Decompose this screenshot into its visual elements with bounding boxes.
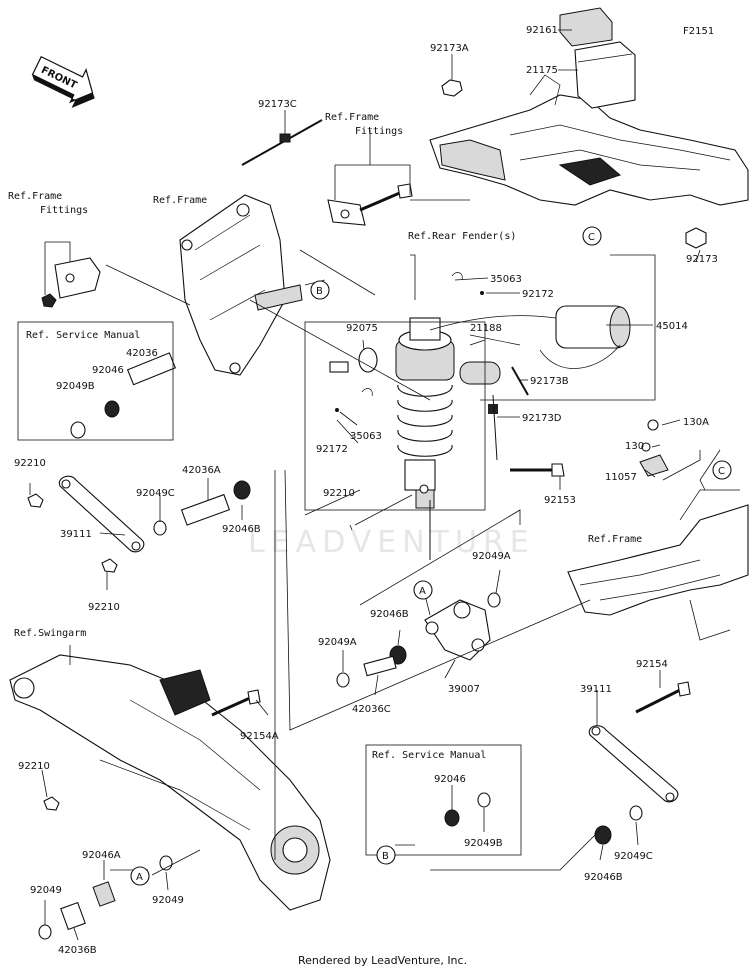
nut-92173a-icon [441, 79, 463, 97]
front-arrow-icon: FRONT [31, 55, 95, 108]
ref-frame-right: Ref.Frame [588, 534, 642, 545]
label-92049a-left: 92049A [318, 637, 357, 648]
ref-service-manual-left: Ref. Service Manual [26, 330, 140, 341]
spacer-92075-icon [329, 347, 378, 373]
shock-group-box [304, 321, 486, 511]
shock-absorber-drawing [395, 317, 455, 560]
label-92154a: 92154A [240, 731, 279, 742]
label-92046: 92046 [92, 365, 124, 376]
label-92173c: 92173C [258, 99, 297, 110]
label-92049-right: 92049 [152, 895, 184, 906]
label-92049c-right: 92049C [614, 851, 653, 862]
label-92046b-left: 92046B [222, 524, 261, 535]
label-45014: 45014 [656, 321, 688, 332]
ref-swingarm: Ref.Swingarm [14, 628, 86, 639]
svg-text:B: B [316, 286, 323, 297]
label-92173a: 92173A [430, 43, 469, 54]
ref-frame-fittings-left-1: Ref.Frame [8, 191, 62, 202]
frame-bracket-drawing [179, 194, 303, 376]
label-39111-right: 39111 [580, 684, 612, 695]
label-130: 130 [625, 441, 644, 452]
circle-a-lower: A [130, 866, 150, 886]
svg-text:B: B [382, 851, 389, 862]
circle-c-right: C [712, 460, 732, 480]
label-35063-mid: 35063 [350, 431, 382, 442]
swingarm-bottom-parts [38, 855, 173, 940]
circle-a-upper: A [413, 580, 433, 600]
swingarm-drawing [9, 654, 331, 911]
label-130a: 130A [683, 417, 709, 428]
label-92154: 92154 [636, 659, 668, 670]
ref-service-manual-bottom: Ref. Service Manual [372, 750, 486, 761]
label-92161: 92161 [526, 25, 558, 36]
label-92046-bottom: 92046 [434, 774, 466, 785]
clip-35063-icon [335, 272, 484, 412]
left-small-parts [27, 352, 251, 573]
label-35063-top: 35063 [490, 274, 522, 285]
label-92173d: 92173D [522, 413, 562, 424]
cable-tie-92173c-icon [241, 119, 323, 166]
label-92210-d: 92210 [18, 761, 50, 772]
tie-rod-right-drawing [588, 681, 691, 845]
label-92049b: 92049B [56, 381, 95, 392]
label-92153: 92153 [544, 495, 576, 506]
label-92172-mid: 92172 [316, 444, 348, 455]
watermark-text: LEADVENTURE [248, 525, 535, 560]
ref-frame-fittings-left-2: Fittings [40, 205, 88, 216]
label-92210-b: 92210 [88, 602, 120, 613]
svg-text:C: C [588, 232, 595, 243]
label-42036b: 42036B [58, 945, 97, 956]
ref-frame: Ref.Frame [153, 195, 207, 206]
label-42036: 42036 [126, 348, 158, 359]
tie-rod-left-drawing [58, 475, 145, 553]
label-92049a-right: 92049A [472, 551, 511, 562]
ref-rear-fender: Ref.Rear Fender(s) [408, 231, 516, 242]
frame-right-drawing [567, 419, 749, 616]
label-92173b: 92173B [530, 376, 569, 387]
label-92049c-left: 92049C [136, 488, 175, 499]
label-92172-top: 92172 [522, 289, 554, 300]
label-92173: 92173 [686, 254, 718, 265]
cable-tie-92173b-icon [488, 366, 529, 461]
label-92210-c: 92210 [323, 488, 355, 499]
circle-b-upper: B [310, 280, 330, 300]
label-92075: 92075 [346, 323, 378, 334]
label-92049b-bottom: 92049B [464, 838, 503, 849]
bolt-92153-icon [510, 463, 565, 477]
circle-c-upper: C [582, 226, 602, 246]
label-92046b-right: 92046B [584, 872, 623, 883]
ecu-box-drawing [559, 7, 636, 109]
label-92046b-mid: 92046B [370, 609, 409, 620]
service-manual-bottom-box [365, 744, 522, 856]
svg-text:A: A [136, 872, 143, 883]
label-21188: 21188 [470, 323, 502, 334]
ref-frame-fittings-mid-1: Ref.Frame [325, 112, 379, 123]
leader-lines [29, 29, 731, 941]
bottom-service-parts [444, 792, 491, 827]
label-42036c: 42036C [352, 704, 391, 715]
circle-b-lower: B [376, 845, 396, 865]
label-92210-a: 92210 [14, 458, 46, 469]
frame-fitting-left-drawing [41, 257, 101, 308]
frame-fitting-mid-drawing [327, 183, 413, 226]
shock-reservoir-drawing [429, 305, 631, 385]
svg-text:C: C [718, 466, 725, 477]
figure-id: F2151 [683, 26, 714, 37]
svg-text:A: A [419, 586, 426, 597]
label-21175: 21175 [526, 65, 558, 76]
label-39007: 39007 [448, 684, 480, 695]
nut-92173-icon [685, 227, 707, 249]
footer-credit: Rendered by LeadVenture, Inc. [298, 954, 467, 967]
label-11057: 11057 [605, 472, 637, 483]
label-92049-left: 92049 [30, 885, 62, 896]
service-manual-left-box [17, 321, 174, 441]
rear-fender-drawing [429, 74, 749, 206]
label-42036a: 42036A [182, 465, 221, 476]
label-92046a: 92046A [82, 850, 121, 861]
ref-frame-fittings-mid-2: Fittings [355, 126, 403, 137]
rocker-arm-drawing [336, 592, 501, 688]
label-39111-left: 39111 [60, 529, 92, 540]
